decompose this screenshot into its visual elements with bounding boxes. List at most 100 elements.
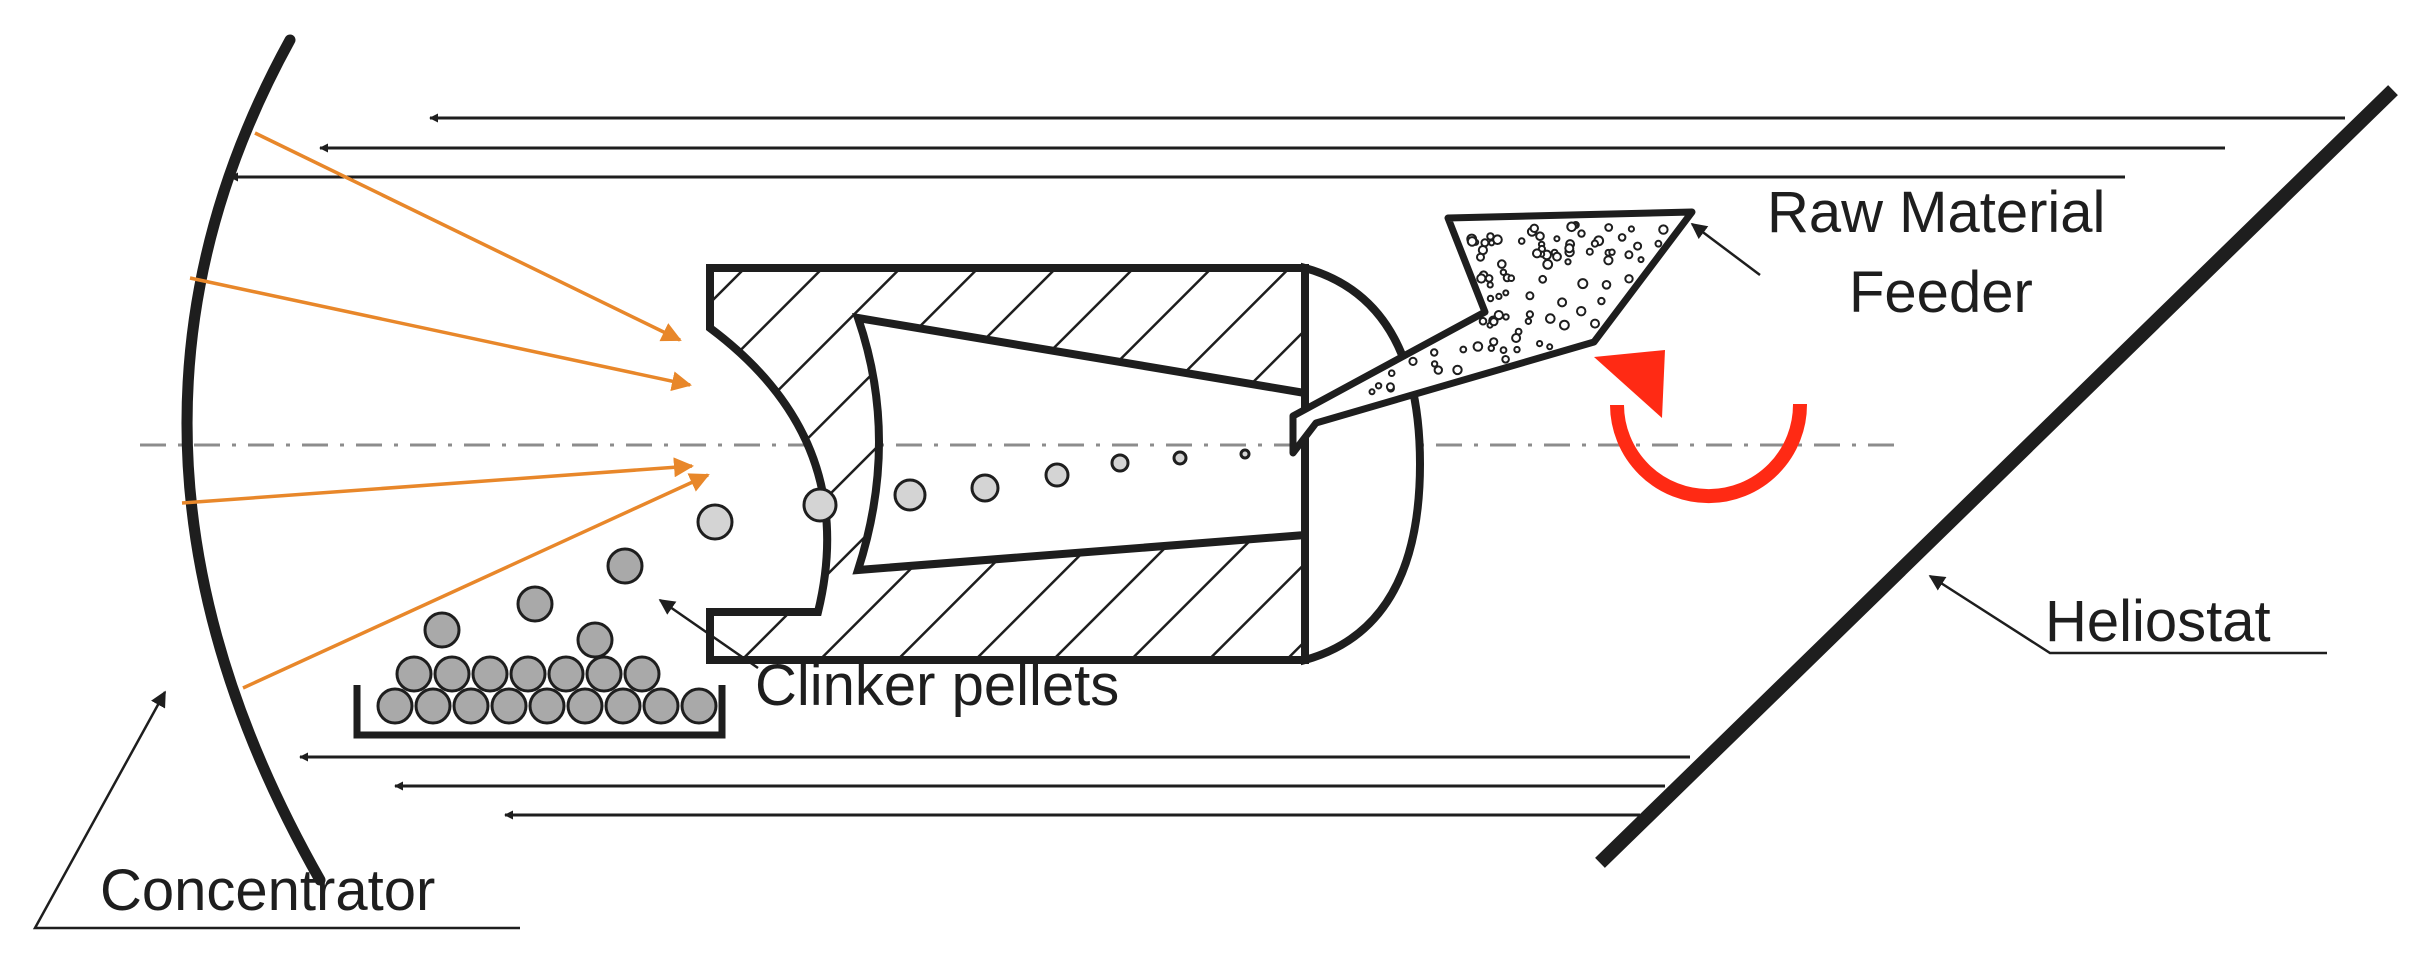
feed-particle bbox=[1590, 239, 1600, 248]
reactor-rear-cap bbox=[1301, 262, 1425, 666]
feed-particle bbox=[1542, 259, 1554, 270]
kiln-pellet bbox=[1172, 450, 1188, 466]
feed-particle bbox=[1387, 369, 1396, 378]
clinker-pellet bbox=[528, 687, 566, 725]
clinker-pellet bbox=[623, 655, 661, 693]
circular-arrow-icon bbox=[1594, 350, 1808, 503]
clinker-pellet-pile bbox=[376, 547, 718, 725]
rotary-reactor bbox=[706, 262, 1425, 666]
feed-particle bbox=[1617, 233, 1627, 242]
feed-particle bbox=[1633, 241, 1643, 251]
clinker-pellet bbox=[509, 655, 547, 693]
clinker-pellet bbox=[606, 547, 644, 585]
feed-particle bbox=[1486, 281, 1494, 289]
feed-particle bbox=[1590, 318, 1600, 329]
feed-particle bbox=[1499, 268, 1508, 276]
feed-particle bbox=[1535, 231, 1545, 241]
incoming-solar-rays-bottom bbox=[299, 752, 1690, 820]
feed-particle bbox=[1525, 310, 1535, 319]
feed-particle bbox=[1608, 248, 1616, 256]
feed-particle bbox=[1529, 223, 1540, 234]
leader-clinker bbox=[658, 598, 759, 670]
feed-particle bbox=[1627, 225, 1636, 233]
feed-particle bbox=[1499, 346, 1508, 355]
feed-particle bbox=[1564, 258, 1572, 266]
feed-particle bbox=[1559, 319, 1570, 331]
feed-particle bbox=[1536, 340, 1544, 348]
feed-particle bbox=[1486, 294, 1495, 303]
feed-particle bbox=[1525, 291, 1535, 301]
clinker-pellet bbox=[414, 687, 452, 725]
clinker-pellet bbox=[423, 611, 461, 649]
label-raw-material: Raw Material bbox=[1767, 180, 2105, 245]
feed-particle bbox=[1546, 343, 1554, 351]
raw-material-feeder bbox=[1289, 208, 1696, 457]
feed-particle bbox=[1658, 224, 1669, 235]
feed-particle bbox=[1488, 239, 1496, 247]
feed-particle bbox=[1577, 229, 1586, 238]
feed-particle bbox=[1459, 345, 1468, 354]
feed-particle bbox=[1452, 364, 1463, 376]
feed-particle bbox=[1577, 278, 1589, 290]
clinker-pellet bbox=[490, 687, 528, 725]
feed-particle bbox=[1476, 273, 1487, 284]
feed-particle bbox=[1489, 337, 1499, 347]
feed-particle bbox=[1603, 255, 1614, 266]
feed-particle bbox=[1513, 345, 1521, 354]
feed-particle bbox=[1604, 223, 1614, 232]
feed-particle bbox=[1495, 292, 1503, 300]
feed-particle bbox=[1489, 317, 1499, 327]
label-feeder: Feeder bbox=[1849, 260, 2033, 325]
feed-particle bbox=[1484, 274, 1494, 283]
concentrated-ray bbox=[181, 457, 694, 505]
kiln-pellet bbox=[893, 478, 927, 512]
feed-particle bbox=[1480, 238, 1490, 248]
feed-particle bbox=[1654, 239, 1663, 248]
heliostat-mirror bbox=[1595, 85, 2398, 868]
feed-particle bbox=[1517, 237, 1526, 245]
feed-particle bbox=[1472, 341, 1484, 352]
feed-particle bbox=[1408, 356, 1418, 366]
concentrated-rays bbox=[181, 131, 710, 690]
feed-particle bbox=[1538, 274, 1548, 284]
leader-heliostat bbox=[1928, 574, 2327, 655]
feed-particle bbox=[1511, 333, 1522, 343]
feed-particle bbox=[1576, 306, 1587, 317]
label-clinker-pellets: Clinker pellets bbox=[755, 653, 1119, 718]
label-concentrator: Concentrator bbox=[100, 858, 435, 923]
rotation-arc bbox=[1610, 403, 1808, 503]
feed-particle bbox=[1564, 243, 1575, 254]
clinker-pellet bbox=[471, 655, 509, 693]
feed-particle bbox=[1492, 234, 1503, 245]
feed-particle bbox=[1385, 382, 1395, 392]
leader-raw-material bbox=[1690, 223, 1761, 276]
reactor-insulated-wall bbox=[706, 264, 1309, 664]
incoming-solar-rays-top bbox=[229, 113, 2345, 182]
concentrator-mirror bbox=[181, 34, 326, 886]
concentrated-ray bbox=[242, 473, 710, 690]
clinker-pellet bbox=[376, 687, 414, 725]
feeder-hopper bbox=[1289, 208, 1696, 457]
feed-particle bbox=[1374, 382, 1383, 390]
feed-particle bbox=[1430, 360, 1439, 368]
clinker-pellet bbox=[547, 655, 585, 693]
leader-concentrator bbox=[32, 690, 520, 930]
rotation-arrowhead bbox=[1594, 350, 1665, 418]
label-heliostat: Heliostat bbox=[2045, 589, 2271, 654]
feed-particle bbox=[1624, 250, 1634, 260]
feed-particle bbox=[1433, 365, 1444, 375]
feed-particle bbox=[1552, 251, 1562, 262]
clinker-pellet bbox=[452, 687, 490, 725]
feeder-particles bbox=[1368, 221, 1669, 396]
concentrated-ray bbox=[189, 276, 692, 392]
feed-particle bbox=[1524, 317, 1533, 325]
feed-particle bbox=[1368, 388, 1376, 396]
feed-particle bbox=[1493, 310, 1504, 321]
feed-particle bbox=[1601, 280, 1612, 290]
kiln-pellet bbox=[1044, 462, 1070, 488]
kiln-pellet bbox=[970, 473, 1000, 503]
feed-particle bbox=[1532, 248, 1542, 259]
feed-particle bbox=[1430, 348, 1439, 357]
